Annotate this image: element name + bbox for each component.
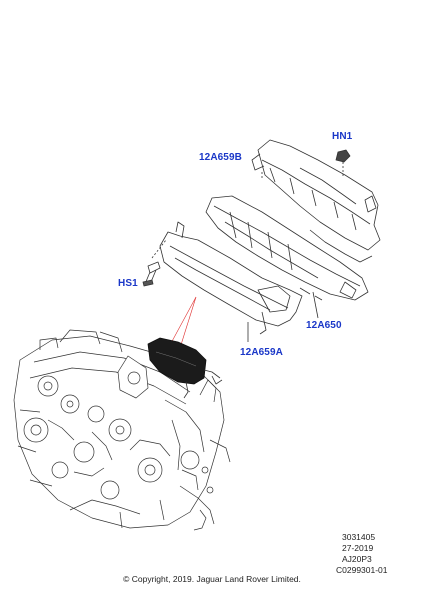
callout-12a650[interactable]: 12A650 — [306, 320, 342, 331]
reference-line-2: 27-2019 — [342, 543, 374, 553]
lower-tray-12a659a[interactable] — [159, 221, 303, 335]
callout-hn1[interactable]: HN1 — [332, 131, 353, 142]
leader-12a650 — [312, 291, 319, 319]
nut-hn1[interactable] — [335, 149, 351, 178]
screw-hs1[interactable] — [142, 261, 161, 287]
location-leader — [169, 296, 197, 349]
reference-line-1: 3031405 — [342, 532, 376, 542]
module-housing-12a650[interactable] — [205, 195, 369, 301]
ecu-module-location — [147, 337, 223, 399]
reference-line-4: C0299301-01 — [336, 565, 388, 575]
reference-line-3: AJ20P3 — [342, 554, 372, 564]
callout-12a659b[interactable]: 12A659B — [199, 152, 242, 163]
callout-hs1[interactable]: HS1 — [118, 278, 138, 289]
cover-bracket-12a659b[interactable] — [251, 139, 381, 263]
engine-assembly-illustration — [13, 329, 231, 531]
callout-12a659a[interactable]: 12A659A — [240, 347, 283, 358]
copyright-notice: © Copyright, 2019. Jaguar Land Rover Lim… — [123, 574, 301, 584]
